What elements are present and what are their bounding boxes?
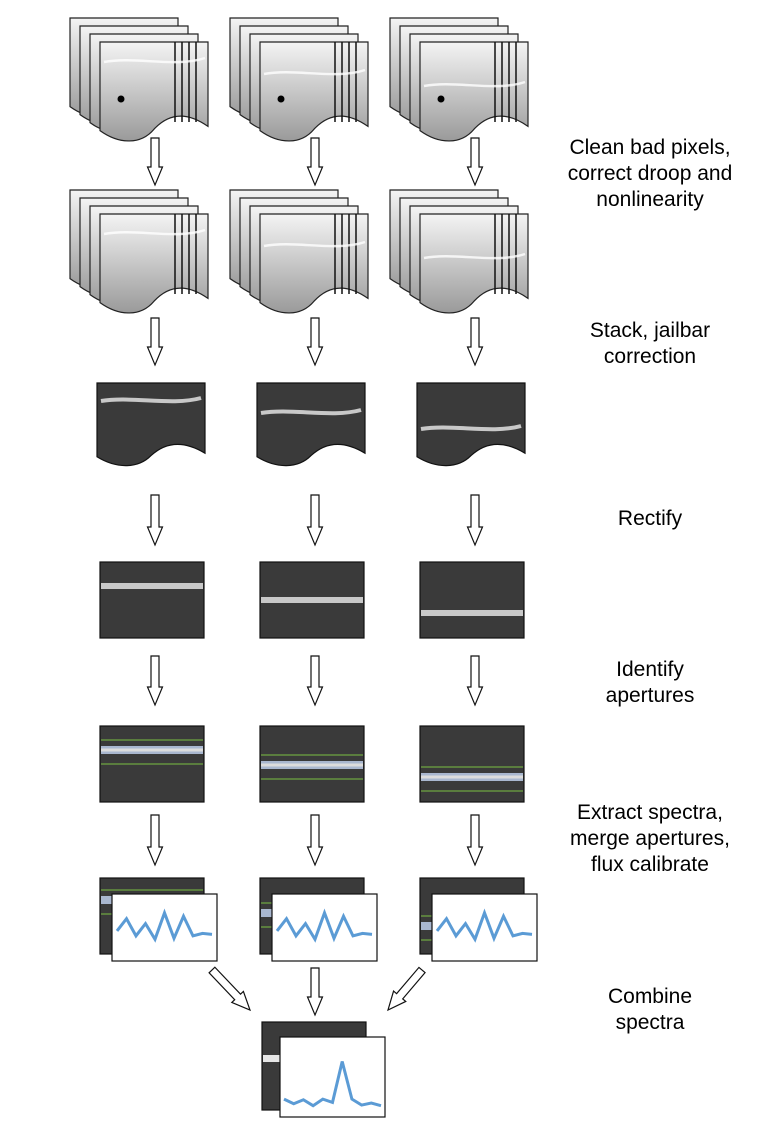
stacked-frame-3: [416, 382, 526, 467]
aperture-trace: [261, 763, 363, 767]
raw-frame: [99, 41, 209, 142]
faint-trace: [423, 252, 526, 260]
down-arrow-4-2: [306, 655, 324, 707]
aperture-frame-3: [419, 725, 525, 803]
bad-pixel-dot: [117, 95, 125, 103]
frame-body: [99, 561, 205, 639]
down-arrow-5-1: [146, 814, 164, 867]
rectified-frame-3: [419, 561, 525, 639]
spectrum-plot: [111, 893, 218, 962]
cleaned-stack-3: [389, 189, 529, 314]
down-arrow-2-3: [466, 317, 484, 367]
down-arrow-5-3: [466, 814, 484, 867]
spectrum-line: [435, 908, 533, 943]
arrow-shape: [208, 966, 252, 1012]
raw-stack-1: [69, 17, 209, 142]
down-arrow-3-3: [466, 494, 484, 547]
frame-body: [96, 382, 206, 467]
spectrum-line: [275, 908, 373, 943]
spectrum-trace: [420, 424, 522, 432]
straight-trace: [261, 597, 363, 603]
extracted-frame-1: [99, 877, 218, 962]
faint-trace: [263, 240, 366, 248]
down-arrow-4-3: [466, 655, 484, 707]
down-arrow-3-2: [306, 494, 324, 547]
straight-trace: [101, 583, 203, 589]
spectrum-line: [115, 908, 213, 943]
down-arrow-3-1: [146, 494, 164, 547]
raw-frame: [259, 41, 369, 142]
step-label-extract: Extract spectra,merge apertures,flux cal…: [570, 801, 730, 876]
step-label-rectify: Rectify: [617, 507, 683, 530]
cleaned-stack-1: [69, 189, 209, 314]
down-arrow-1-2: [306, 137, 324, 187]
arrow-shape: [387, 966, 426, 1012]
aperture-trace: [421, 775, 523, 779]
down-arrow-5-2: [306, 814, 324, 867]
raw-stack-3: [389, 17, 529, 142]
combine-arrow-center: [306, 967, 324, 1017]
spectrum-plot: [431, 893, 538, 962]
combine-arrow-left: [208, 966, 252, 1012]
faint-trace: [263, 68, 366, 76]
bad-pixel-dot: [277, 95, 285, 103]
down-arrow-2-1: [146, 317, 164, 367]
rectified-frame-2: [259, 561, 365, 639]
combined-frame: [261, 1021, 386, 1118]
raw-frame: [419, 213, 529, 314]
bad-pixel-dot: [437, 95, 445, 103]
raw-frame: [99, 213, 209, 314]
frame-body: [416, 382, 526, 467]
frame-body: [419, 725, 525, 803]
aperture-band: [263, 1055, 285, 1062]
aperture-frame-1: [99, 725, 205, 803]
extracted-frame-3: [419, 877, 538, 962]
combined-spectrum-line: [283, 1061, 382, 1108]
spectrum-trace: [100, 396, 202, 404]
faint-trace: [103, 56, 206, 64]
raw-stack-2: [229, 17, 369, 142]
cleaned-stack-2: [229, 189, 369, 314]
raw-frame: [419, 41, 529, 142]
faint-trace: [423, 80, 526, 88]
spectrum-plot: [271, 893, 378, 962]
frame-body: [256, 382, 366, 467]
aperture-trace: [101, 748, 203, 752]
down-arrow-2-2: [306, 317, 324, 367]
spectrum-trace: [260, 408, 362, 416]
stacked-frame-1: [96, 382, 206, 467]
extracted-frame-2: [259, 877, 378, 962]
down-arrow-1-1: [146, 137, 164, 187]
raw-frame: [259, 213, 369, 314]
straight-trace: [421, 610, 523, 616]
stacked-frame-2: [256, 382, 366, 467]
faint-trace: [103, 228, 206, 236]
down-arrow-4-1: [146, 655, 164, 707]
aperture-frame-2: [259, 725, 365, 803]
down-arrow-1-3: [466, 137, 484, 187]
combine-arrow-right: [387, 966, 426, 1012]
frame-body: [419, 561, 525, 639]
rectified-frame-1: [99, 561, 205, 639]
